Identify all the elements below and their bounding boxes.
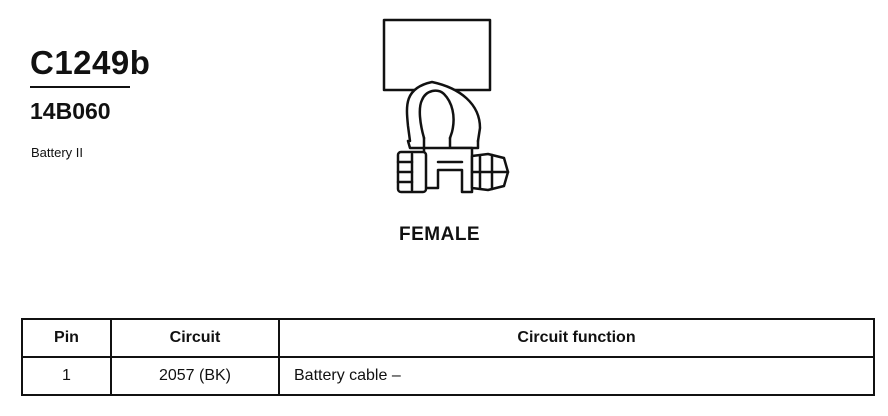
circuit-cell: 2057 (BK): [110, 356, 280, 396]
gender-label: FEMALE: [399, 224, 481, 245]
circuit-function-cell: Battery cable –: [278, 356, 875, 396]
pinout-table: Pin Circuit Circuit function 1 2057 (BK)…: [21, 318, 875, 396]
table-header-row: Pin Circuit Circuit function: [21, 318, 875, 358]
connector-id: C1249b: [30, 44, 151, 81]
part-number: 14B060: [30, 98, 111, 124]
pin-cell: 1: [21, 356, 112, 396]
table-row: 1 2057 (BK) Battery cable –: [21, 356, 875, 396]
column-header-circuit-function: Circuit function: [278, 318, 875, 358]
column-header-circuit: Circuit: [110, 318, 280, 358]
column-header-pin: Pin: [21, 318, 112, 358]
title-underline: [30, 86, 130, 88]
battery-terminal-clamp-icon: [382, 18, 510, 194]
connector-description: Battery II: [31, 145, 84, 160]
